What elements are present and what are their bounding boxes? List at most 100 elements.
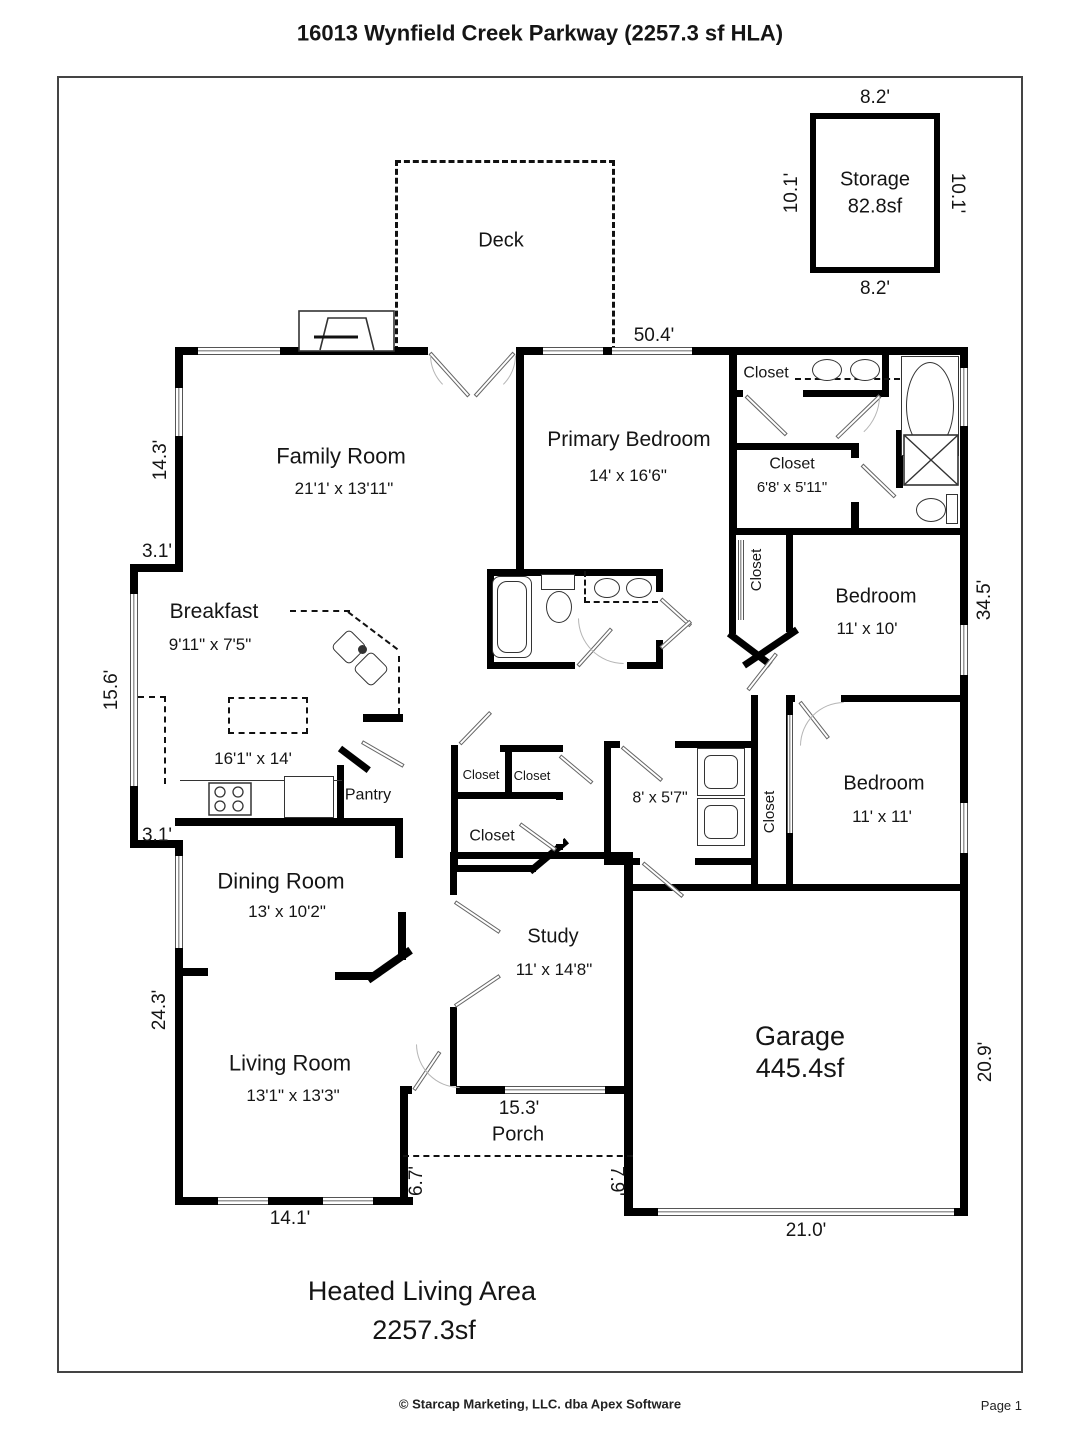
study-size: 11' x 14'8" bbox=[515, 960, 593, 980]
wall-kitchen-dining-divider bbox=[175, 818, 403, 826]
wall-bedroom1-left bbox=[786, 528, 793, 632]
storage-dim-bottom: 8.2' bbox=[859, 278, 891, 300]
breakfast-label: Breakfast bbox=[169, 599, 259, 623]
window-primary-top-1 bbox=[543, 347, 603, 355]
wall-dining-stub-left bbox=[178, 968, 208, 976]
primary-bedroom-size: 14' x 16'6" bbox=[589, 466, 667, 486]
kitchen-counter-top-edge bbox=[138, 696, 166, 698]
hall-vanity-edge bbox=[584, 601, 658, 603]
wall-living-bottom bbox=[175, 1197, 413, 1205]
closet-a-label: Closet bbox=[462, 767, 500, 783]
storage-dim-top: 8.2' bbox=[859, 87, 891, 109]
refrigerator bbox=[284, 776, 334, 818]
wall-closet2-left bbox=[751, 695, 758, 891]
footer-copyright: © Starcap Marketing, LLC. dba Apex Softw… bbox=[398, 1396, 682, 1412]
wall-closet68-left bbox=[729, 443, 737, 535]
opening-laundry-bottom bbox=[640, 858, 695, 865]
stove bbox=[208, 782, 252, 816]
wall-left-upper bbox=[175, 347, 183, 572]
dim-left-jog-top: 3.1' bbox=[141, 541, 173, 563]
primary-sink-2 bbox=[850, 359, 880, 381]
dryer-door bbox=[704, 805, 738, 839]
opening-study-doors bbox=[450, 895, 457, 1007]
storage-outline bbox=[810, 113, 940, 273]
opening-hall-double-door bbox=[656, 592, 663, 640]
window-primary-top-2 bbox=[612, 347, 692, 355]
window-dining-left bbox=[175, 856, 183, 948]
family-room-label: Family Room bbox=[276, 443, 406, 469]
wall-jog-bottom bbox=[130, 840, 183, 848]
window-bedroom2-right bbox=[960, 803, 968, 853]
heated-living-area-label: Heated Living Area bbox=[307, 1275, 537, 1306]
heated-living-area-value: 2257.3sf bbox=[372, 1314, 476, 1345]
wall-top-closet-right bbox=[882, 347, 889, 397]
window-family-top bbox=[198, 347, 280, 355]
pantry-label: Pantry bbox=[344, 786, 392, 804]
primary-shower bbox=[903, 434, 959, 486]
hall-toilet-tank bbox=[541, 574, 575, 590]
closet-bedroom-lower-label: Closet bbox=[761, 790, 779, 834]
wall-left-mid-b bbox=[130, 784, 138, 848]
dining-room-label: Dining Room bbox=[217, 868, 345, 894]
wall-closetsA-left bbox=[451, 745, 458, 872]
wall-shower-left bbox=[896, 430, 903, 488]
dim-living-bottom: 14.1' bbox=[269, 1208, 311, 1230]
wall-living-right bbox=[400, 1086, 408, 1205]
dim-left-lower: 24.3' bbox=[149, 989, 171, 1031]
closet-primary-label: Closet bbox=[769, 455, 815, 473]
storage-area: 82.8sf bbox=[847, 195, 903, 218]
washer-door bbox=[704, 755, 738, 789]
wall-bath-top bbox=[487, 569, 663, 576]
footer-page-number: Page 1 bbox=[980, 1398, 1022, 1413]
wall-garage-left bbox=[624, 852, 633, 1216]
garage-door bbox=[658, 1208, 954, 1216]
storage-dim-right: 10.1' bbox=[946, 172, 968, 214]
breakfast-size: 9'11" x 7'5" bbox=[168, 635, 252, 655]
opening-laundry-top bbox=[620, 741, 675, 748]
window-family-left bbox=[175, 388, 183, 436]
wall-bedroom1-bottom bbox=[786, 695, 968, 702]
primary-sink-1 bbox=[812, 359, 842, 381]
hall-tub-basin bbox=[497, 581, 527, 653]
kitchen-bar-edge bbox=[290, 610, 350, 612]
closet-hall-slider bbox=[738, 540, 744, 620]
kitchen-size: 16'1" x 14' bbox=[214, 749, 292, 769]
wall-top-closet-bottom bbox=[729, 390, 889, 397]
storage-label: Storage bbox=[839, 168, 911, 191]
wall-closet68-top bbox=[729, 443, 859, 450]
window-living-bottom-2 bbox=[323, 1197, 373, 1205]
wall-kitchen-counter-end bbox=[363, 714, 403, 722]
storage-dim-left: 10.1' bbox=[781, 172, 803, 214]
closet-top-label: Closet bbox=[743, 364, 789, 382]
kitchen-counter-front bbox=[180, 780, 342, 781]
wall-left-lower bbox=[175, 840, 183, 1205]
hall-toilet-bowl bbox=[546, 591, 572, 623]
wall-left-mid-a bbox=[130, 564, 138, 596]
wall-laundry-left bbox=[604, 741, 611, 865]
wall-pantry-left bbox=[337, 765, 344, 823]
window-living-bottom-1 bbox=[218, 1197, 268, 1205]
dim-right-upper: 34.5' bbox=[974, 579, 996, 621]
kitchen-bar-side bbox=[398, 656, 400, 714]
wall-jog-top bbox=[130, 564, 183, 572]
study-label: Study bbox=[527, 925, 579, 948]
closet2-slider bbox=[787, 715, 793, 833]
dim-left-jog-bottom: 3.1' bbox=[141, 825, 173, 847]
wall-closetC-bottom bbox=[451, 865, 536, 872]
garage-label: Garage bbox=[754, 1020, 846, 1051]
porch-label: Porch bbox=[491, 1123, 545, 1146]
family-room-size: 21'1' x 13'11" bbox=[294, 479, 394, 499]
opening-bedroom2-door bbox=[795, 695, 841, 702]
bedroom-upper-label: Bedroom bbox=[835, 585, 917, 608]
garage-area: 445.4sf bbox=[755, 1052, 845, 1083]
kitchen-counter-left-edge bbox=[164, 696, 166, 784]
dim-garage-left: 7.9' bbox=[605, 1165, 627, 1197]
dim-porch-left: 6.7' bbox=[406, 1165, 428, 1197]
wall-closetsAB-divider bbox=[505, 745, 512, 799]
wall-right bbox=[960, 347, 968, 1216]
dim-top: 50.4' bbox=[633, 325, 675, 347]
deck-label: Deck bbox=[478, 229, 524, 252]
dining-room-size: 13' x 10'2" bbox=[248, 902, 326, 922]
window-bath-right bbox=[960, 368, 968, 426]
